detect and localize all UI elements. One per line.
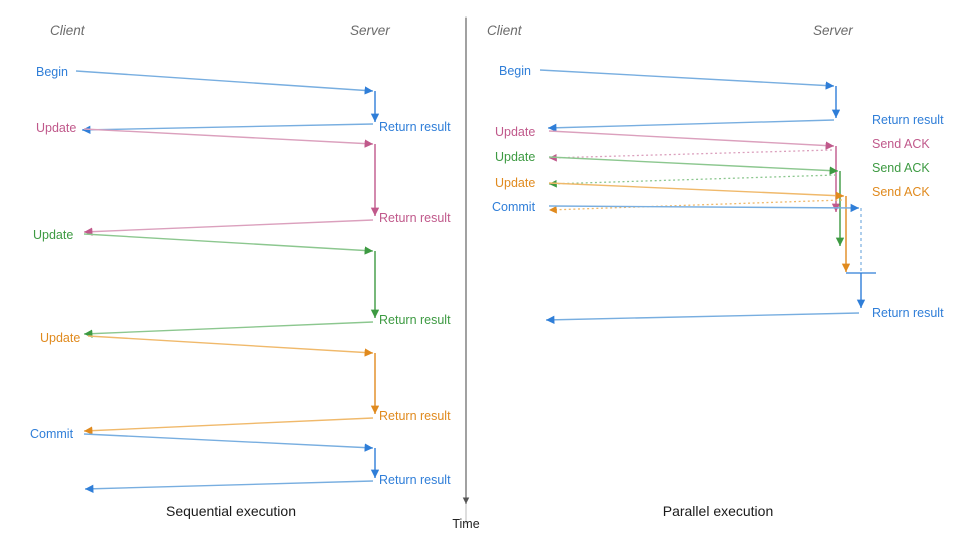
message-seq-update-2: Update Return result [33,228,451,338]
ack-arrow [548,174,837,188]
request-label: Update [33,228,73,242]
request-label: Update [495,125,535,139]
request-arrow [83,128,374,148]
message-seq-begin: Begin Return result [36,65,451,135]
response-arrow [83,219,374,236]
message-par-commit: Commit Return result [492,200,944,325]
response-arrow [83,417,374,435]
request-arrow [548,156,839,175]
time-axis-label: Time [452,517,479,531]
message-seq-update-1: Update Return result [36,121,451,236]
request-arrow [83,233,374,255]
response-label: Return result [379,120,451,134]
request-arrow [548,182,845,200]
time-axis: Time [452,18,480,531]
request-arrow [539,69,835,90]
response-arrow [84,480,374,493]
response-label: Return result [379,313,451,327]
panel-caption: Sequential execution [166,503,296,519]
panel-sequential: Client Server Begin Return result Update… [30,23,451,519]
response-label: Return result [872,306,944,320]
message-par-update-2: Update Send ACK [495,150,930,246]
client-lane-label: Client [50,23,86,38]
request-label: Commit [30,427,74,441]
request-label: Begin [499,64,531,78]
request-label: Begin [36,65,68,79]
request-arrow [548,203,860,213]
message-par-update-3: Update Send ACK [495,176,930,272]
ack-arrow [548,199,843,214]
request-label: Update [495,176,535,190]
response-arrow [545,312,860,325]
server-lane-label: Server [813,23,853,38]
message-seq-update-3: Update Return result [40,331,451,435]
request-arrow [75,70,374,95]
request-arrow [548,130,835,150]
response-arrow [547,119,835,132]
response-label: Return result [872,113,944,127]
response-label: Return result [379,211,451,225]
response-label: Send ACK [872,137,930,151]
message-par-update-1: Update Send ACK [495,125,930,212]
request-arrow [87,335,374,357]
ack-arrow [548,149,833,162]
response-label: Return result [379,409,451,423]
response-label: Send ACK [872,161,930,175]
client-lane-label: Client [487,23,523,38]
server-lane-label: Server [350,23,390,38]
request-arrow [83,433,374,452]
message-seq-commit: Commit Return result [30,427,451,493]
response-arrow [83,321,374,338]
panel-parallel: Client Server Begin Return result Update… [487,23,944,519]
request-label: Update [495,150,535,164]
response-arrow [81,123,374,135]
response-label: Return result [379,473,451,487]
request-label: Update [36,121,76,135]
request-label: Commit [492,200,536,214]
response-label: Send ACK [872,185,930,199]
message-par-begin: Begin Return result [499,64,944,132]
request-label: Update [40,331,80,345]
panel-caption: Parallel execution [663,503,774,519]
